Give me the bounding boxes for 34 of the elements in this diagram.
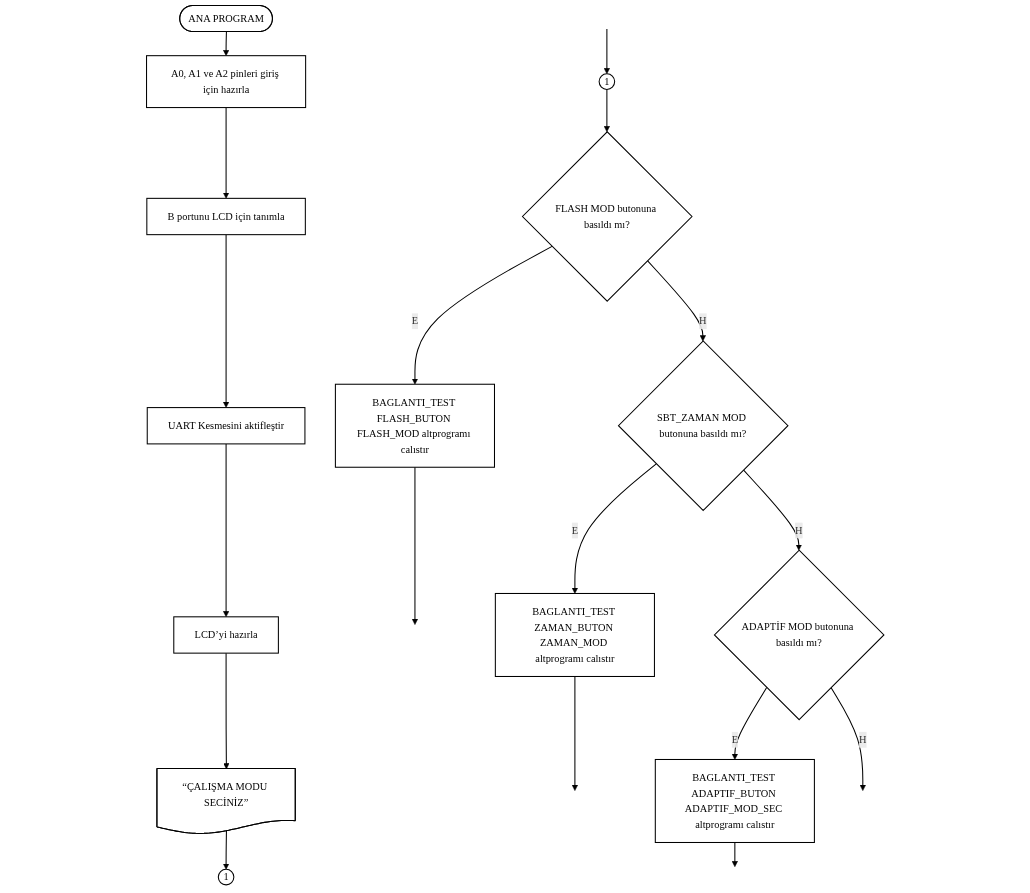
edge-label: E xyxy=(571,524,578,536)
arrow xyxy=(603,88,610,133)
arrow xyxy=(222,830,229,870)
arrow xyxy=(571,675,578,791)
arrow xyxy=(411,466,418,625)
arrow xyxy=(571,463,657,594)
arrow xyxy=(222,443,229,618)
node-circle: 1 xyxy=(598,73,615,90)
arrow xyxy=(646,260,706,342)
node-box: A0, A1 ve A2 pinleri giriş için hazırla xyxy=(145,55,306,109)
edge-label: H xyxy=(794,524,803,536)
edge-label: H xyxy=(858,733,867,745)
node-box: UART Kesmesini aktifleştir xyxy=(146,407,306,445)
node-box: BAGLANTI_TEST FLASH_BUTON FLASH_MOD altprogramı calıstır xyxy=(334,383,495,468)
arrow xyxy=(731,687,767,760)
arrow xyxy=(222,107,229,199)
edge-label: H xyxy=(698,315,707,327)
node-box: B portunu LCD için tanımla xyxy=(146,197,306,236)
arrow xyxy=(731,841,738,867)
node-diamond: FLASH MOD butonuna basıldı mı? xyxy=(521,131,693,302)
node-box: LCD’yi hazırla xyxy=(173,616,279,654)
arrow xyxy=(830,687,866,791)
arrow xyxy=(222,31,229,56)
edge-label: E xyxy=(731,733,738,745)
arrow xyxy=(603,28,610,75)
node-box: BAGLANTI_TEST ZAMAN_BUTON ZAMAN_MOD altprogramı calıstır xyxy=(494,592,655,677)
node-diamond: SBT_ZAMAN MOD butonuna basıldı mı? xyxy=(617,340,789,512)
arrow xyxy=(222,234,229,408)
arrow xyxy=(742,469,802,551)
node-circle: 1 xyxy=(217,868,235,886)
node-box: BAGLANTI_TEST ADAPTIF_BUTON ADAPTIF_MOD_SEC altprogramı calıstır xyxy=(654,758,815,843)
node-diamond: ADAPTİF MOD butonuna basıldı mı? xyxy=(713,549,885,721)
edge-label: E xyxy=(411,315,418,327)
arrow xyxy=(411,245,553,385)
